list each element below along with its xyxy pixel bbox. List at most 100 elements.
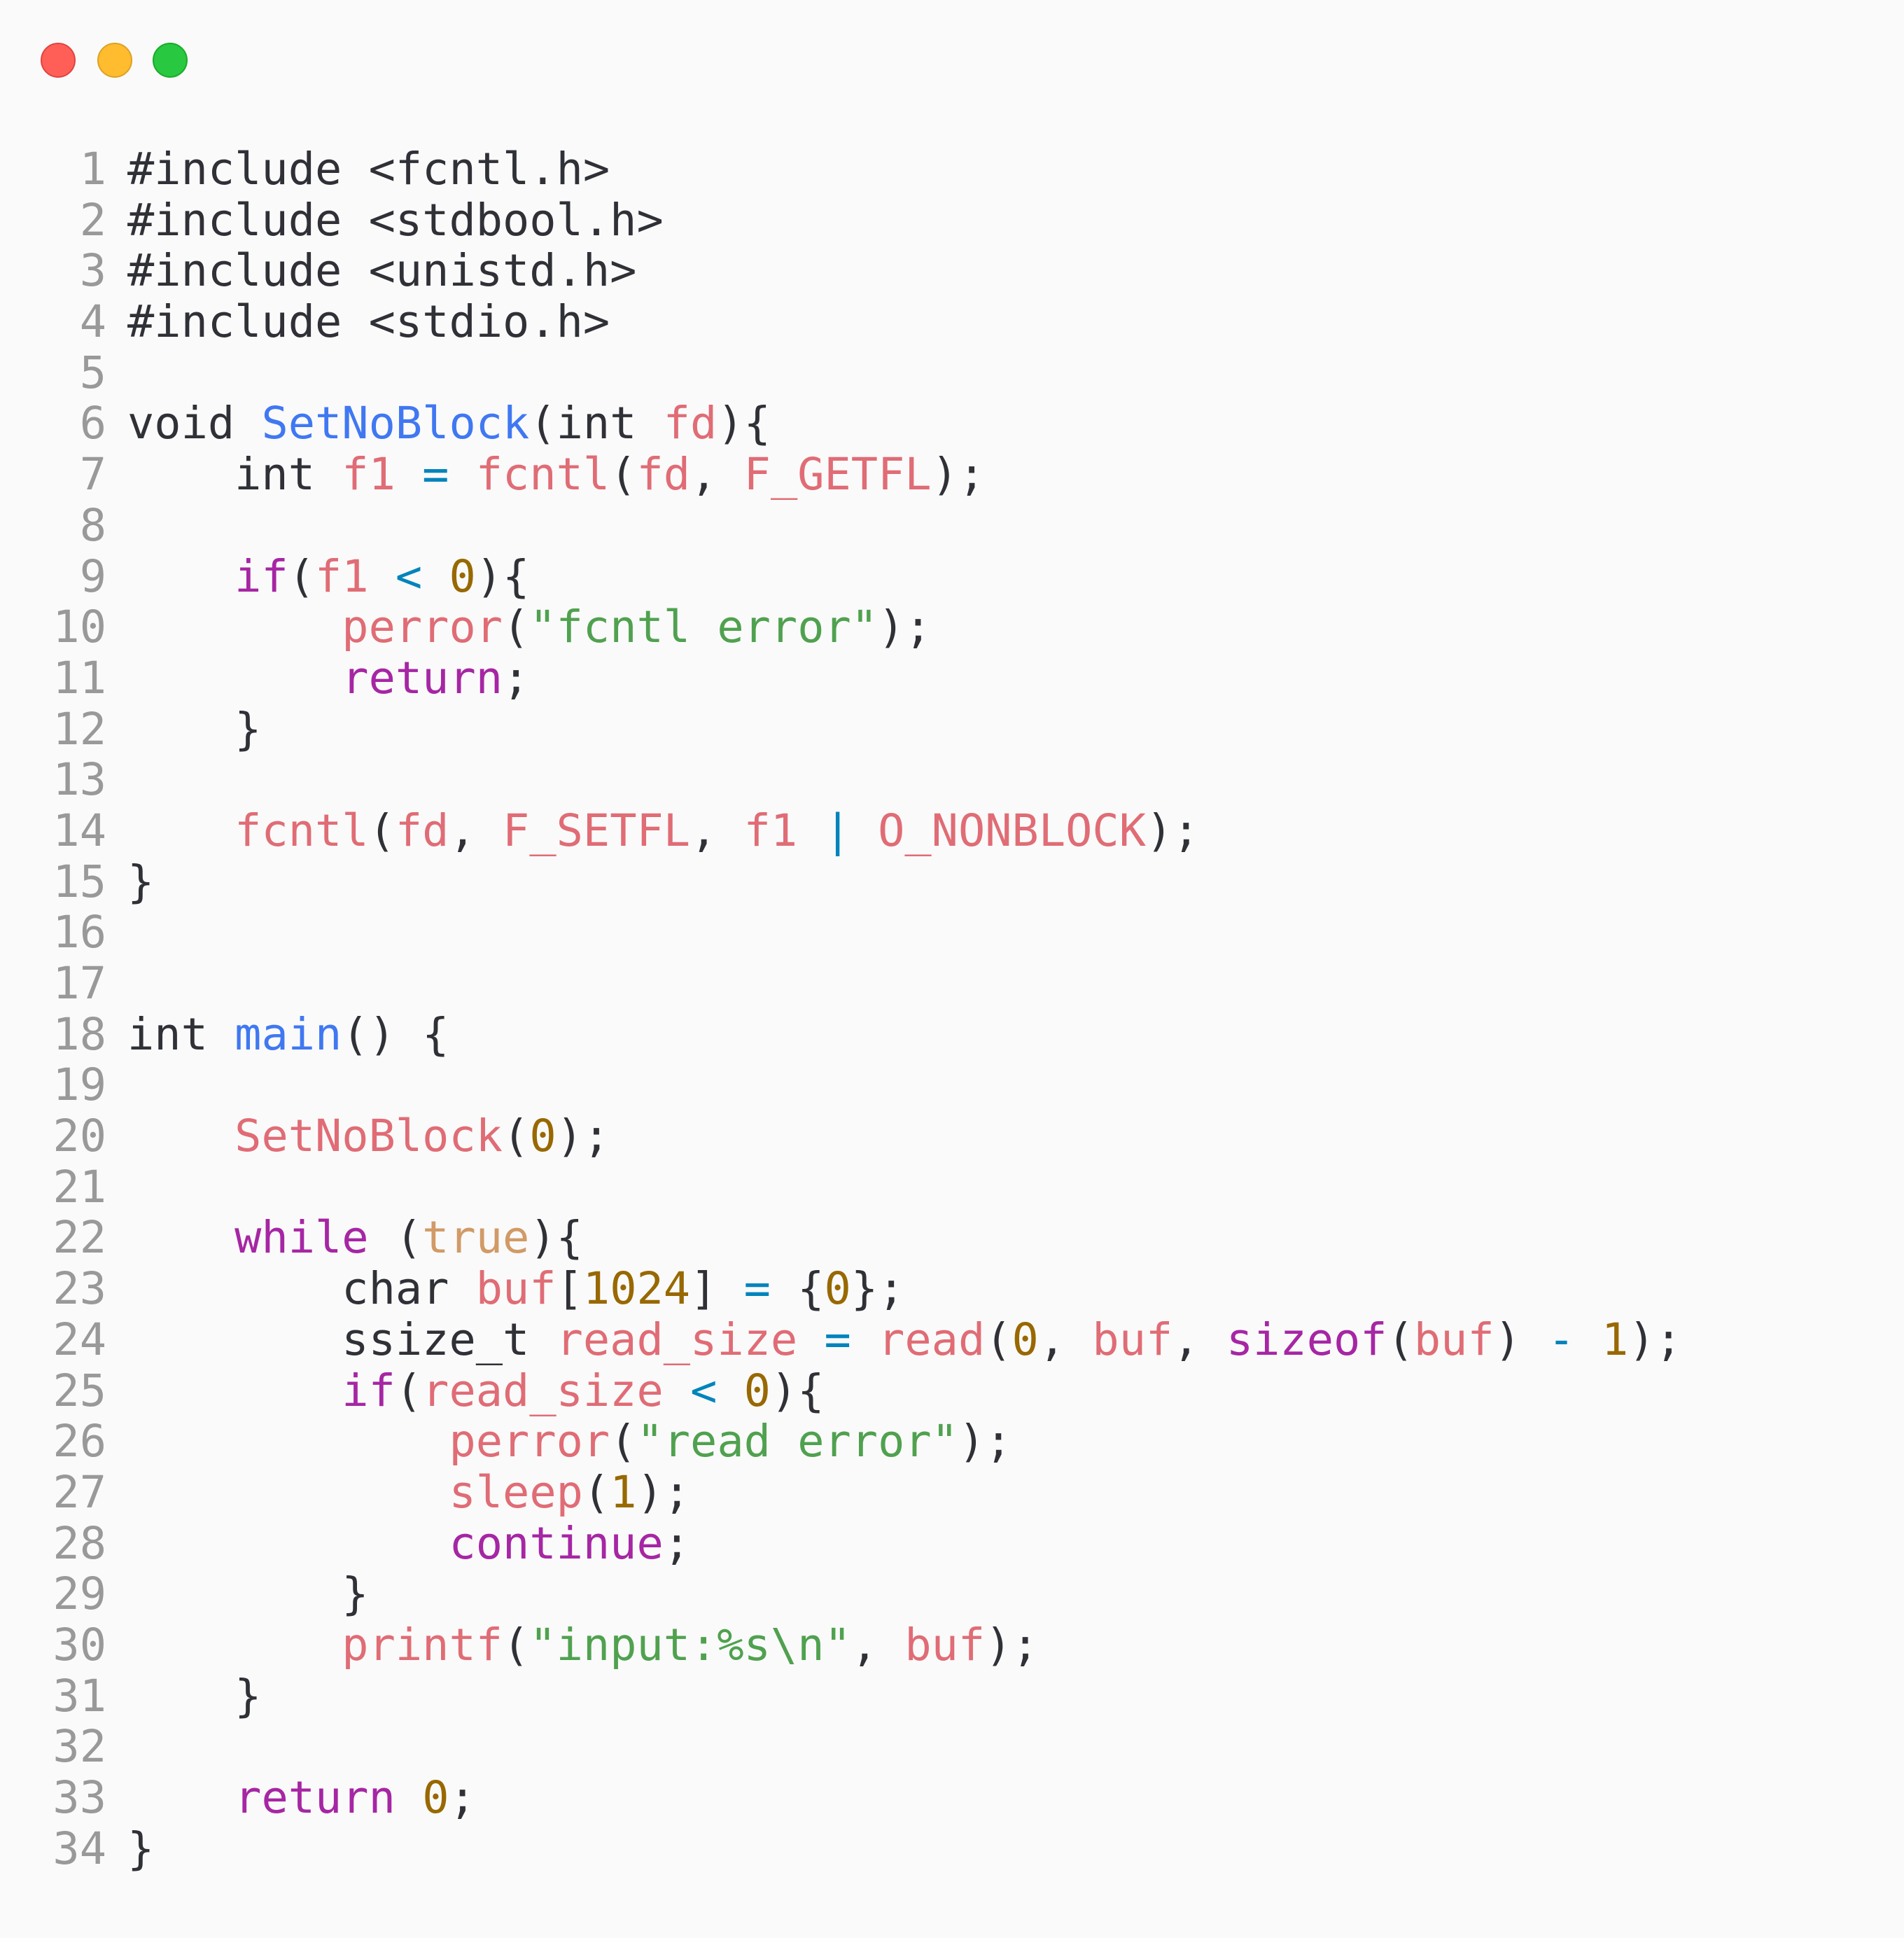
code-token: ( xyxy=(610,1415,637,1468)
code-token: ; xyxy=(503,651,530,704)
code-token: continue xyxy=(449,1517,664,1569)
line-number: 33 xyxy=(52,1771,106,1823)
code-token: ( xyxy=(503,1618,530,1671)
line-number: 20 xyxy=(52,1110,106,1162)
maximize-window-button[interactable] xyxy=(153,43,188,78)
code-token xyxy=(396,448,422,500)
code-token: ( xyxy=(1387,1313,1414,1365)
close-window-button[interactable] xyxy=(41,43,76,78)
line-content: while (true){ xyxy=(127,1212,583,1263)
line-content: if(read_size < 0){ xyxy=(127,1364,825,1416)
code-line: 14 fcntl(fd, F_SETFL, f1 | O_NONBLOCK); xyxy=(0,805,1682,856)
line-number: 8 xyxy=(79,499,106,551)
line-content: char buf[1024] = {0}; xyxy=(127,1263,904,1314)
line-number: 9 xyxy=(79,550,106,602)
code-token: < xyxy=(395,550,423,602)
code-token: = xyxy=(743,1262,771,1315)
code-token: ){ xyxy=(717,397,771,449)
code-line: 33 return 0; xyxy=(0,1772,1682,1823)
code-token: ); xyxy=(985,1618,1039,1671)
code-token: f1 xyxy=(342,448,396,501)
code-token xyxy=(422,550,449,602)
code-token xyxy=(851,804,878,856)
code-line: 31 } xyxy=(0,1669,1682,1722)
code-token: ); xyxy=(878,601,932,653)
code-token: ){ xyxy=(529,1211,583,1264)
code-token: ( xyxy=(582,1465,610,1518)
code-token: } xyxy=(127,1822,155,1874)
code-token: "fcntl error" xyxy=(529,601,878,653)
code-line: 25 if(read_size < 0){ xyxy=(0,1365,1682,1416)
code-line: 30 printf("input:%s\n", buf); xyxy=(0,1619,1682,1671)
line-number: 34 xyxy=(52,1822,106,1874)
code-token: ( xyxy=(503,1110,530,1162)
line-content: perror("fcntl error"); xyxy=(127,601,932,653)
code-token: int xyxy=(127,448,342,501)
code-token xyxy=(127,1771,234,1823)
line-content: SetNoBlock(0); xyxy=(127,1110,610,1162)
code-token: } xyxy=(127,855,155,907)
code-token: ( xyxy=(610,448,637,501)
line-number: 28 xyxy=(52,1517,106,1569)
code-token: ){ xyxy=(770,1364,825,1416)
code-token: void xyxy=(127,397,262,449)
code-token xyxy=(127,652,342,704)
code-token xyxy=(127,1619,342,1671)
code-token: fcntl xyxy=(234,804,369,856)
code-token: O_NONBLOCK xyxy=(878,804,1146,856)
code-token xyxy=(127,601,342,653)
line-number: 10 xyxy=(52,601,106,653)
code-token xyxy=(127,804,234,856)
code-line: 28 continue; xyxy=(0,1517,1682,1569)
line-number: 30 xyxy=(52,1618,106,1671)
code-token: true xyxy=(422,1211,530,1264)
code-token: read xyxy=(878,1313,986,1365)
line-number: 1 xyxy=(79,143,106,195)
code-token: ( xyxy=(368,804,396,856)
code-token: (int xyxy=(529,397,664,449)
line-content: if(f1 < 0){ xyxy=(127,550,529,602)
code-token: - xyxy=(1548,1313,1575,1365)
code-token: ); xyxy=(1145,804,1200,856)
line-content: continue; xyxy=(127,1517,691,1569)
code-token: F_GETFL xyxy=(743,448,932,501)
line-content: void SetNoBlock(int fd){ xyxy=(127,398,771,449)
line-number: 26 xyxy=(52,1415,106,1468)
code-token: "input:%s\n" xyxy=(529,1618,851,1671)
line-number: 7 xyxy=(79,448,106,501)
line-number: 19 xyxy=(52,1059,106,1111)
minimize-window-button[interactable] xyxy=(97,43,132,78)
code-line: 2#include <stdbool.h> xyxy=(0,194,1682,246)
code-token: buf xyxy=(475,1262,556,1315)
code-token xyxy=(127,1517,449,1569)
code-token: F_SETFL xyxy=(503,804,691,856)
line-content: } xyxy=(127,703,261,755)
code-line: 34} xyxy=(0,1822,1682,1874)
code-token xyxy=(396,1771,422,1823)
code-token: 1 xyxy=(610,1465,637,1518)
code-token: fd xyxy=(663,397,718,449)
code-token: #include <unistd.h> xyxy=(127,244,637,297)
code-line: 12 } xyxy=(0,703,1682,755)
code-line: 3#include <unistd.h> xyxy=(0,245,1682,296)
code-token: , xyxy=(1172,1313,1226,1365)
line-number: 14 xyxy=(52,804,106,856)
code-token: 0 xyxy=(824,1262,851,1315)
code-token: ; xyxy=(663,1517,691,1569)
code-token: ( xyxy=(985,1313,1012,1365)
line-content: int main() { xyxy=(127,1008,449,1060)
line-content: fcntl(fd, F_SETFL, f1 | O_NONBLOCK); xyxy=(127,804,1200,856)
code-token: , xyxy=(1038,1313,1093,1365)
code-token: ); xyxy=(931,448,986,501)
code-token: = xyxy=(422,448,449,501)
code-line: 24 ssize_t read_size = read(0, buf, size… xyxy=(0,1313,1681,1365)
code-line: 10 perror("fcntl error"); xyxy=(0,601,1682,653)
code-token: ( xyxy=(368,1211,423,1264)
code-token xyxy=(449,448,475,500)
code-token: return xyxy=(342,651,503,704)
code-line: 11 return; xyxy=(0,653,1682,704)
code-token: } xyxy=(127,1669,262,1722)
line-number: 15 xyxy=(52,855,106,907)
code-line: 21 xyxy=(0,1162,1682,1213)
